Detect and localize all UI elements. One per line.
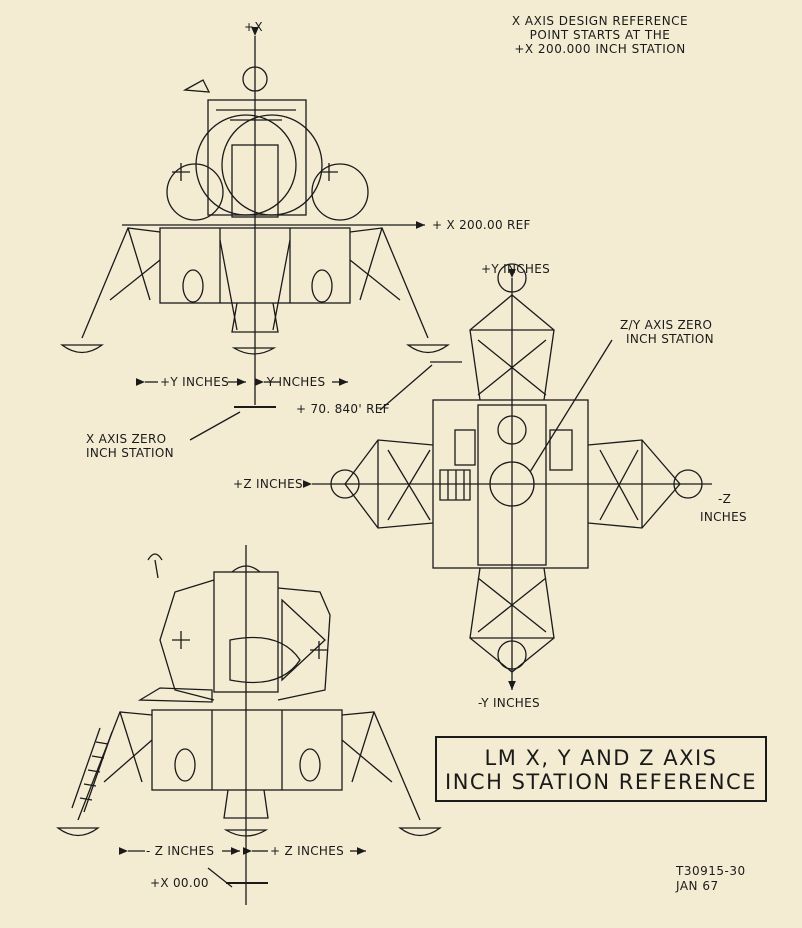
front-hatch bbox=[231, 144, 279, 218]
side-antenna bbox=[147, 553, 163, 579]
top-footpad-right bbox=[673, 469, 703, 499]
front-descent-panel-left bbox=[182, 269, 204, 303]
front-descent-panel-right bbox=[311, 269, 333, 303]
side-view-lander bbox=[56, 545, 442, 905]
front-leg-left bbox=[81, 227, 161, 339]
front-top-antenna bbox=[242, 66, 268, 92]
note-line-1: X AXIS DESIGN REFERENCE bbox=[511, 14, 689, 28]
front-leg-center bbox=[219, 239, 291, 331]
side-rcs-left bbox=[172, 631, 190, 649]
top-engine-circle bbox=[497, 415, 527, 445]
top-ascent-tank-left bbox=[454, 429, 476, 466]
top-ascent-tank-right bbox=[549, 429, 573, 471]
title-line-1: LM X, Y AND Z AXIS bbox=[484, 746, 718, 770]
zy-zero-label-line2: INCH STATION bbox=[626, 332, 714, 346]
side-footpad-center bbox=[223, 829, 269, 837]
side-descent-panel-left bbox=[174, 748, 196, 782]
front-rcs-left bbox=[172, 163, 190, 181]
side-ascent-center bbox=[213, 571, 279, 693]
side-ascent-rear bbox=[277, 587, 331, 701]
front-rendezvous-dish bbox=[182, 79, 211, 93]
plus-z-inches-top-label: +Z INCHES bbox=[233, 477, 303, 491]
top-ladder bbox=[439, 469, 471, 501]
top-leg-up bbox=[469, 294, 555, 401]
side-engine-bell bbox=[223, 789, 269, 819]
x-00-label: +X 00.00 bbox=[150, 876, 209, 890]
title-box: LM X, Y AND Z AXIS INCH STATION REFERENC… bbox=[435, 736, 767, 802]
ref-70840-label: + 70. 840' REF bbox=[296, 402, 390, 416]
top-leg-right bbox=[587, 439, 681, 529]
side-ascent-cone bbox=[281, 598, 326, 682]
plus-z-inches-side-label: + Z INCHES bbox=[270, 844, 345, 858]
front-footpad-left bbox=[60, 344, 104, 354]
plus-y-inches-front-label: +Y INCHES bbox=[160, 375, 230, 389]
front-side-tank-right bbox=[311, 163, 369, 221]
front-ascent-right-tank bbox=[221, 114, 323, 216]
document-id: T30915-30 bbox=[676, 864, 746, 878]
top-descent-square bbox=[432, 399, 589, 569]
front-side-tank-left bbox=[166, 163, 224, 221]
side-ellipse-panel bbox=[229, 636, 301, 684]
front-ladder-hatch-lines bbox=[216, 109, 296, 121]
top-view-lander bbox=[302, 263, 712, 690]
document-id-block: T30915-30 JAN 67 bbox=[676, 864, 746, 894]
side-footpad-right bbox=[398, 827, 442, 837]
side-leg-right bbox=[341, 711, 421, 821]
top-leg-down bbox=[469, 567, 555, 673]
zy-zero-label-line1: Z/Y AXIS ZERO bbox=[620, 318, 713, 332]
front-footpad-center bbox=[231, 347, 277, 355]
top-footpad-up bbox=[497, 263, 527, 293]
side-dome bbox=[231, 565, 261, 573]
top-ascent-body bbox=[477, 404, 547, 566]
x-zero-label-line1: X AXIS ZERO bbox=[86, 432, 167, 446]
minus-z-inches-label: INCHES bbox=[700, 510, 747, 524]
front-ascent-left-tank bbox=[195, 114, 297, 216]
front-descent-stage bbox=[159, 227, 351, 304]
front-ascent-cabin bbox=[207, 99, 307, 216]
front-footpad-right bbox=[406, 344, 450, 354]
side-ascent-front bbox=[159, 579, 215, 701]
x-zero-label-line2: INCH STATION bbox=[86, 446, 174, 460]
side-footpad-left bbox=[56, 827, 100, 837]
note-line-2: POINT STARTS AT THE bbox=[529, 28, 671, 42]
title-line-2: INCH STATION REFERENCE bbox=[445, 770, 757, 794]
front-rcs-right bbox=[320, 163, 338, 181]
side-rcs-right bbox=[310, 641, 328, 659]
top-docking-circle bbox=[489, 461, 535, 507]
x200-ref-label: + X 200.00 REF bbox=[432, 218, 531, 232]
plus-x-label: +X bbox=[244, 20, 263, 34]
minus-y-inches-front-label: - Y INCHES bbox=[258, 375, 326, 389]
minus-z-label: -Z bbox=[718, 492, 732, 506]
side-descent-stage bbox=[151, 709, 343, 791]
document-date: JAN 67 bbox=[676, 879, 719, 893]
top-leg-left bbox=[344, 439, 434, 529]
side-descent-panel-right bbox=[299, 748, 321, 782]
top-footpad-down bbox=[497, 640, 527, 670]
side-leg-left bbox=[77, 711, 153, 821]
front-view-lander bbox=[60, 26, 462, 441]
design-reference-note: X AXIS DESIGN REFERENCE POINT STARTS AT … bbox=[470, 14, 730, 56]
front-leg-right bbox=[349, 227, 429, 339]
minus-z-inches-side-label: - Z INCHES bbox=[146, 844, 215, 858]
side-ladder bbox=[71, 727, 113, 813]
plus-y-inches-top-label: +Y INCHES bbox=[481, 262, 551, 276]
side-egress-platform bbox=[137, 687, 213, 703]
note-line-3: +X 200.000 INCH STATION bbox=[514, 42, 686, 56]
top-footpad-left bbox=[330, 469, 360, 499]
minus-y-inches-top-label: -Y INCHES bbox=[478, 696, 540, 710]
